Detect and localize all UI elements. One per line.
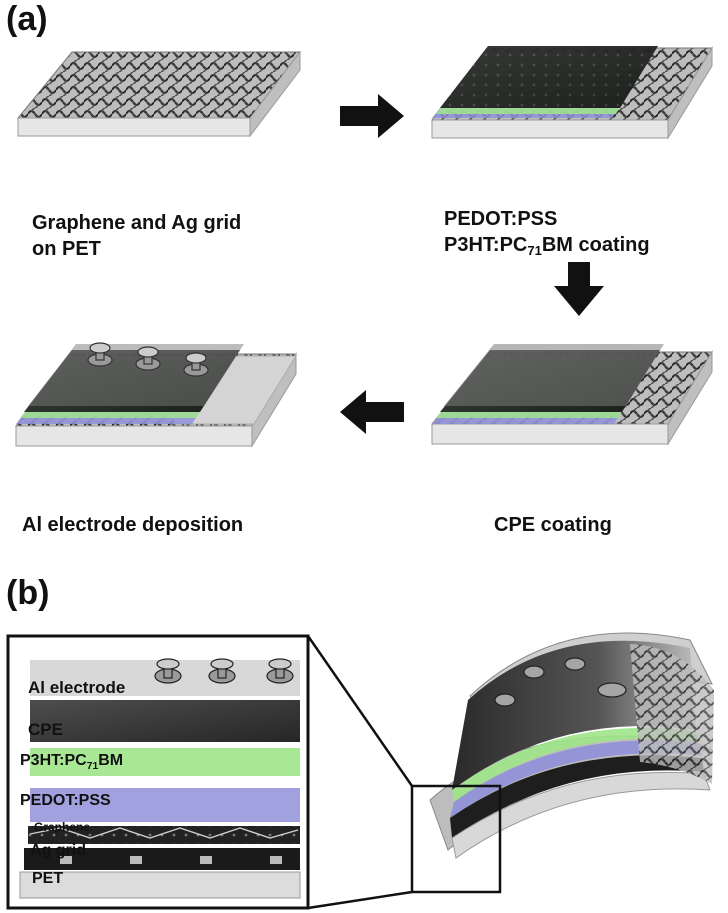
- step4-caption: Al electrode deposition: [22, 514, 244, 536]
- zoom-connector-top: [306, 635, 414, 787]
- step1-caption-line2: on PET: [32, 238, 101, 260]
- al-electrode-pads: [87, 342, 209, 377]
- panel-b-label: (b): [6, 574, 50, 612]
- label-al-electrode: Al electrode: [28, 678, 126, 697]
- label-pet: PET: [32, 870, 64, 887]
- label-p3ht-sub: 71: [86, 761, 99, 772]
- step2-caption-pre: P3HT:PC: [444, 234, 528, 256]
- arrow-right-icon: [340, 94, 404, 138]
- arrow-down-icon: [554, 262, 604, 316]
- step2-caption-sub: 71: [527, 243, 542, 258]
- step3-device: [430, 344, 713, 446]
- step2-caption: PEDOT:PSS P3HT:PC71BM coating: [444, 206, 650, 264]
- step2-caption-post: BM coating: [541, 234, 650, 256]
- step1-device: [16, 50, 302, 138]
- panel-a-label: (a): [6, 0, 48, 38]
- zoom-connector-bottom: [307, 890, 413, 910]
- step2-device: [430, 46, 713, 140]
- step4-device: [15, 342, 297, 448]
- label-ag-grid: Ag grid: [30, 842, 86, 859]
- arrow-left-icon: [340, 390, 404, 434]
- label-p3ht: P3HT:PC71BM: [20, 752, 123, 772]
- layer-stack-inset: [6, 634, 310, 910]
- curved-electrode-icons: [494, 657, 627, 707]
- step2-caption-line2: P3HT:PC71BM coating: [444, 232, 650, 264]
- step2-caption-line1: PEDOT:PSS: [444, 208, 558, 230]
- al-electrode-icons: [154, 658, 294, 684]
- step1-caption: Graphene and Ag grid on PET: [32, 210, 241, 262]
- label-pedot: PEDOT:PSS: [20, 792, 111, 809]
- step1-caption-line1: Graphene and Ag grid: [32, 212, 242, 234]
- label-p3ht-pre: P3HT:PC: [20, 752, 87, 769]
- zoom-highlight-box: [410, 784, 502, 894]
- label-p3ht-post: BM: [98, 752, 124, 769]
- curved-device: [410, 632, 714, 894]
- step3-caption: CPE coating: [494, 514, 612, 536]
- label-graphene: Graphene: [34, 820, 91, 834]
- label-cpe: CPE: [28, 720, 63, 739]
